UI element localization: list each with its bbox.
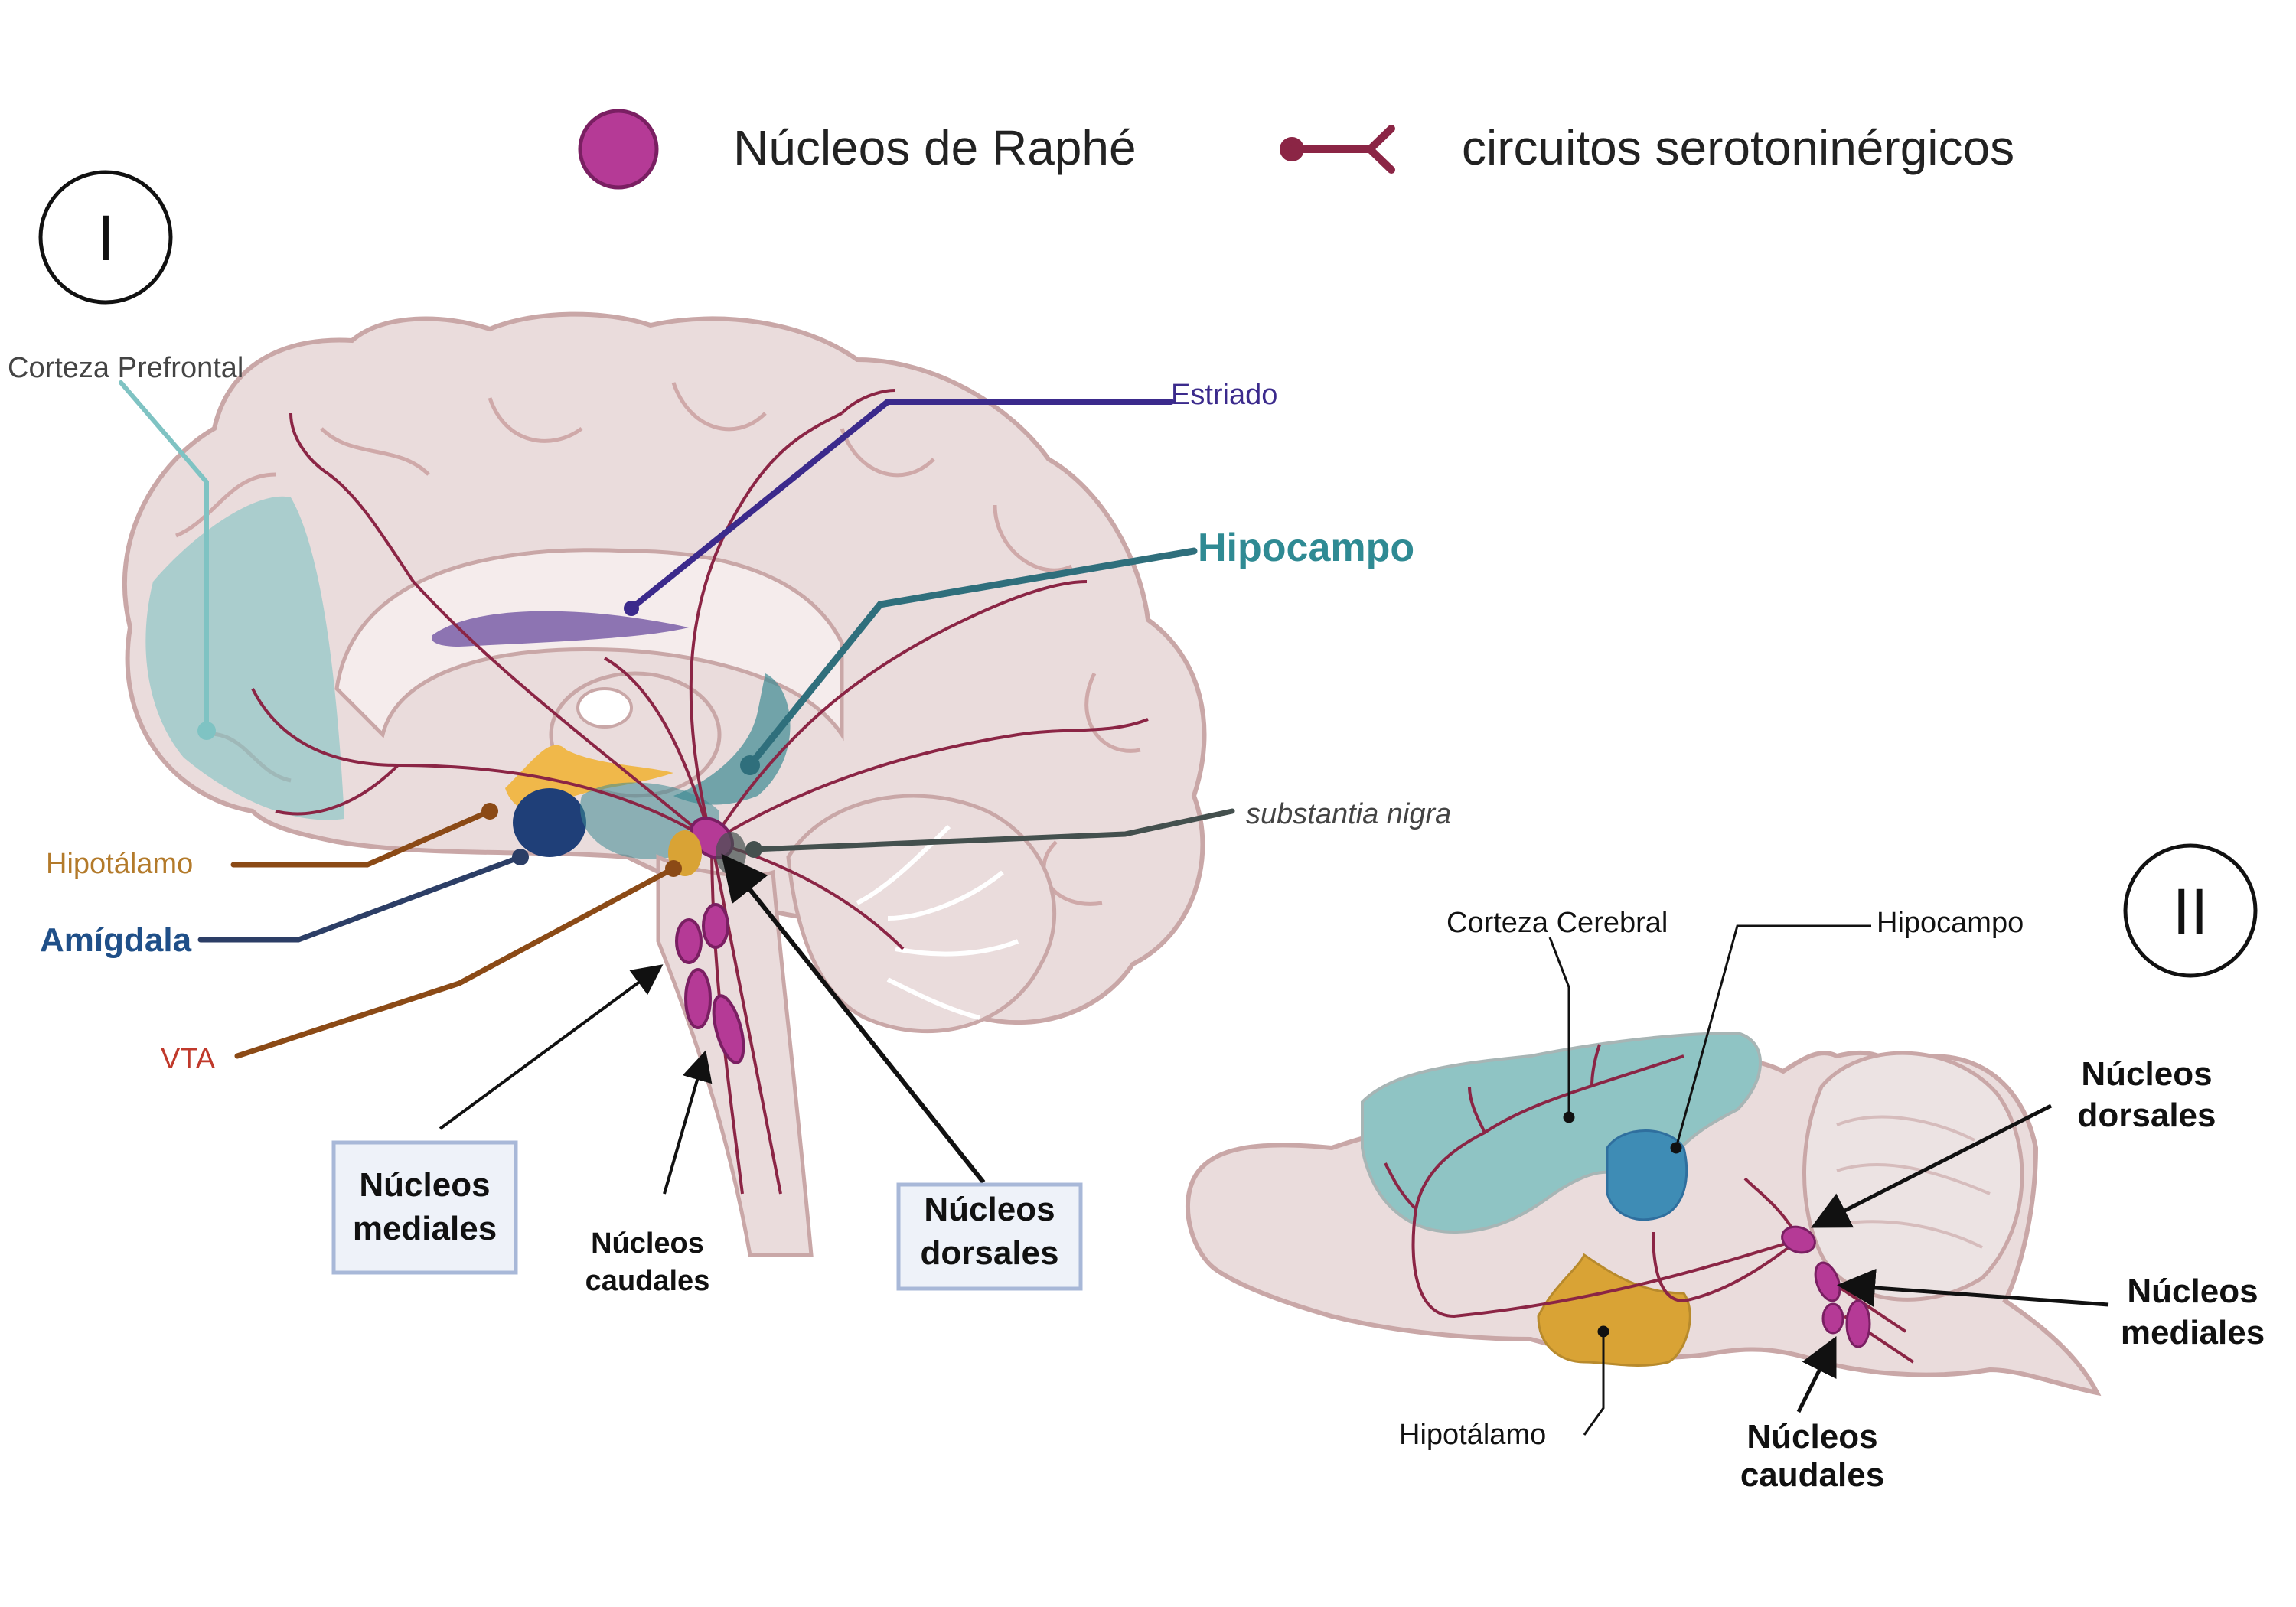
- substantia-nigra-label: substantia nigra: [1246, 798, 1451, 830]
- hippocampus-label: Hipocampo: [1198, 526, 1414, 570]
- panel-2-arrows: [1796, 1103, 2109, 1413]
- rodent-dorsal-raphe: [1781, 1225, 1816, 1254]
- substantia-nigra-dot: [745, 841, 762, 858]
- rodent-medial-line1: Núcleos: [2127, 1273, 2258, 1310]
- human-serotonergic-circuits: [251, 389, 1149, 1195]
- raphe-legend-icon: [578, 109, 659, 190]
- panel-1-leaders: [119, 380, 1235, 1059]
- caudal-arrow: [663, 1050, 713, 1195]
- hippocampus-dot: [740, 755, 760, 775]
- dorsal-box-line2: dorsales: [921, 1234, 1059, 1272]
- rodent-caudal-line1: Núcleos: [1746, 1418, 1877, 1455]
- human-caudal-raphe-1: [684, 968, 712, 1029]
- caudal-label-line1: Núcleos: [591, 1227, 704, 1260]
- hippocampus-shape: [673, 673, 791, 805]
- rodent-hypothalamus-label: Hipotálamo: [1399, 1419, 1546, 1451]
- striatum-leader: [628, 399, 1174, 611]
- striatum-shape: [432, 611, 689, 647]
- prefrontal-label: Corteza Prefrontal: [8, 352, 243, 384]
- amygdala-dot: [512, 849, 529, 865]
- rodent-caudal-arrow: [1796, 1336, 1837, 1413]
- dorsal-nuclei-box: Núcleos dorsales: [896, 1182, 1083, 1291]
- human-medial-raphe-2: [675, 918, 703, 964]
- vta-dot: [665, 860, 682, 877]
- striatum-label: Estriado: [1171, 379, 1277, 411]
- caudal-label-line2: caudales: [585, 1265, 710, 1297]
- thalamus-inner: [576, 687, 633, 729]
- panel-2-roman: II: [2173, 875, 2209, 947]
- rodent-cortex-label: Corteza Cerebral: [1446, 907, 1668, 939]
- rodent-medial-arrow: [1837, 1268, 2109, 1307]
- rodent-medial-line2: mediales: [2121, 1314, 2265, 1351]
- dorsal-box-line1: Núcleos: [924, 1191, 1055, 1228]
- circuit-legend-label: circuitos serotoninérgicos: [1462, 120, 2014, 175]
- medial-arrow: [439, 964, 664, 1130]
- raphe-legend-label: Núcleos de Raphé: [733, 120, 1137, 175]
- rodent-hippocampus: [1606, 1129, 1688, 1221]
- rodent-dorsal-arrow: [1811, 1103, 2053, 1228]
- rodent-caudal-raphe-1: [1821, 1302, 1844, 1335]
- rodent-hippocampus-leader: [1675, 924, 1871, 1149]
- human-caudal-raphe-2: [712, 994, 745, 1064]
- rodent-hypothalamus: [1537, 1253, 1691, 1367]
- medial-box-line1: Núcleos: [359, 1166, 490, 1204]
- prefrontal-leader: [119, 380, 209, 733]
- substantia-nigra-leader: [751, 808, 1235, 852]
- hypothalamus-label: Hipotálamo: [46, 848, 193, 880]
- hypothalamus-dot: [481, 803, 498, 820]
- prefrontal-dot: [197, 722, 216, 740]
- panel-2: II: [1186, 843, 2265, 1494]
- rodent-dorsal-line1: Núcleos: [2081, 1055, 2212, 1093]
- striatum-dot: [624, 601, 639, 616]
- amygdala-shape: [513, 788, 586, 857]
- circuit-legend-icon: [1280, 125, 1395, 174]
- panel-1: I: [8, 170, 1451, 1297]
- rodent-cortex-leader: [1548, 937, 1570, 1117]
- medial-box-line2: mediales: [353, 1210, 497, 1247]
- rodent-dorsal-line2: dorsales: [2078, 1097, 2216, 1134]
- rodent-hippocampus-label: Hipocampo: [1877, 907, 2024, 939]
- panel-2-badge: [2123, 843, 2258, 978]
- rodent-hypothalamus-leader: [1583, 1332, 1605, 1436]
- panel-2-leaders: [1548, 924, 1871, 1436]
- amygdala-label: Amígdala: [40, 921, 192, 959]
- panel-1-arrows: [439, 853, 986, 1195]
- corpus-callosum: [334, 548, 844, 742]
- hippocampus-leader: [746, 547, 1198, 769]
- cerebellum-arbor: [856, 824, 1019, 1020]
- vta-leader: [234, 865, 677, 1059]
- rodent-caudal-raphe-2: [1845, 1299, 1871, 1348]
- vta-label: VTA: [161, 1043, 216, 1075]
- rodent-cerebellum-folia: [1836, 1115, 1991, 1249]
- medial-nuclei-box: Núcleos mediales: [331, 1140, 518, 1275]
- amygdala-leader: [197, 854, 523, 943]
- human-medial-raphe-1: [702, 903, 729, 949]
- panel-1-badge: [38, 170, 173, 305]
- panel-1-roman: I: [96, 202, 114, 274]
- hypothalamus-leader: [230, 808, 493, 868]
- rodent-caudal-line2: caudales: [1740, 1456, 1884, 1494]
- legend: Núcleos de Raphé circuitos serotoninérgi…: [578, 109, 2014, 190]
- dorsal-arrow: [721, 853, 986, 1184]
